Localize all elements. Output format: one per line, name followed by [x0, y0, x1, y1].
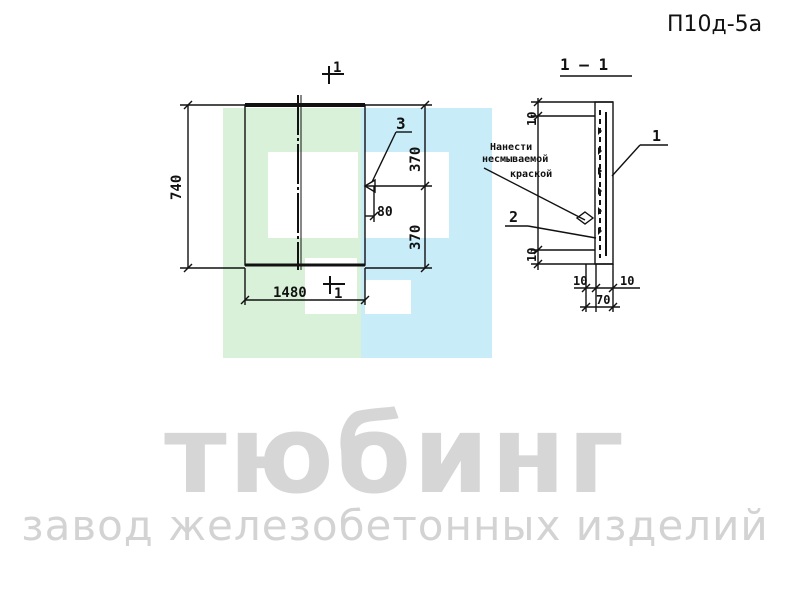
dim-lower: 370 [408, 225, 424, 250]
section-body [594, 101, 614, 265]
watermark-brand: тюбинг [164, 393, 626, 518]
dim-offset: 80 [377, 205, 393, 220]
logo-cut-bottom-right [365, 280, 411, 314]
logo-cut-left [268, 152, 358, 238]
dim-left: 10 [573, 274, 587, 288]
dim-top: 10 [525, 112, 539, 126]
dim-height-total: 740 [169, 175, 185, 200]
callout-2: 2 [509, 208, 518, 226]
section-title: 1 — 1 [560, 55, 608, 74]
dim-total: 70 [596, 293, 610, 307]
watermark-tagline: завод железобетонных изделий [21, 501, 769, 550]
note-line-2: несмываемой [482, 153, 548, 165]
note-line-1: Нанести [490, 142, 532, 153]
dim-bottom: 10 [525, 248, 539, 262]
section-mark-bottom: 1 [334, 286, 342, 302]
dim-width: 1480 [273, 285, 307, 301]
section-mark-top: 1 [333, 60, 341, 76]
panel-outline [244, 104, 366, 266]
callout-1: 1 [652, 127, 661, 145]
dim-right: 10 [620, 274, 634, 288]
note-line-3: краской [510, 168, 552, 180]
dim-upper: 370 [408, 147, 424, 172]
drawing-code: П10д-5а [667, 12, 763, 37]
callout-3: 3 [396, 114, 406, 133]
